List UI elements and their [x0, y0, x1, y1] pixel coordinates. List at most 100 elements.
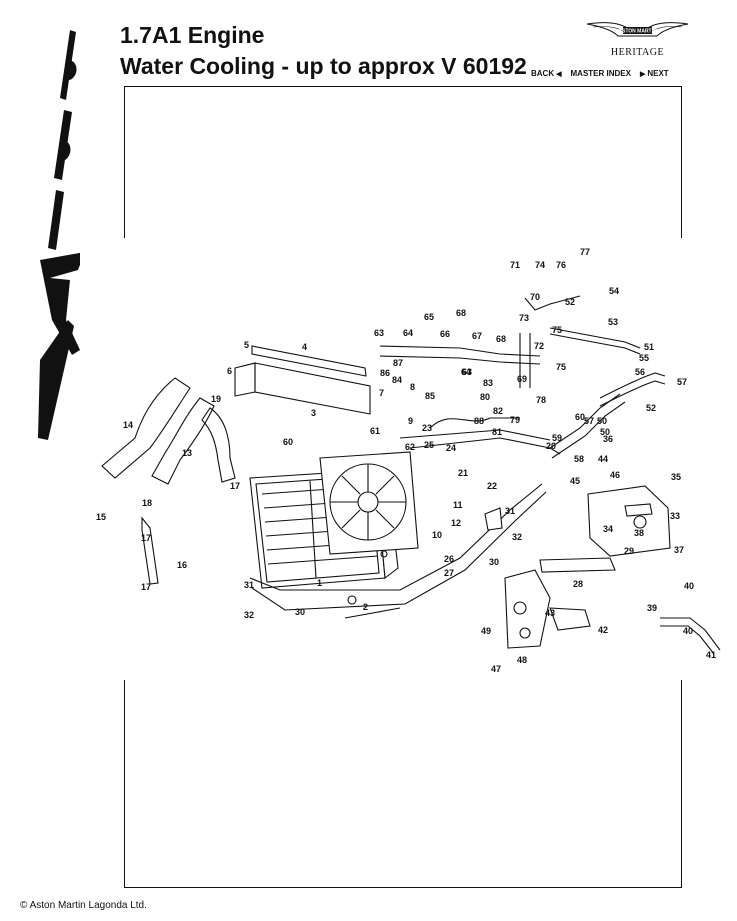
arrow-right-icon: ▶	[639, 70, 646, 78]
heritage-label: HERITAGE	[610, 47, 665, 58]
part-labels-group: 1234567891011121314151617171718192021222…	[96, 247, 716, 674]
next-link[interactable]: ▶ NEXT	[640, 69, 669, 78]
logo-text: ASTON MARTIN	[618, 29, 657, 35]
part-label: 26	[444, 554, 454, 564]
part-label: 32	[244, 610, 254, 620]
baffle-plates-drawing	[234, 345, 371, 415]
part-label: 63	[462, 367, 472, 377]
part-label: 86	[380, 368, 390, 378]
part-label: 17	[141, 582, 151, 592]
part-label: 10	[432, 530, 442, 540]
part-label: 48	[517, 655, 527, 665]
part-label: 9	[408, 416, 413, 426]
part-label: 77	[580, 247, 590, 257]
part-label: 66	[440, 329, 450, 339]
part-label: 84	[392, 375, 402, 385]
winged-logo-icon: ASTON MARTIN	[586, 22, 689, 37]
part-label: 64	[461, 367, 471, 377]
part-label: 35	[671, 472, 681, 482]
part-label: 67	[472, 331, 482, 341]
part-label: 17	[230, 481, 240, 491]
part-label: 57	[584, 416, 594, 426]
page-subtitle: Water Cooling - up to approx V 60192	[120, 53, 527, 79]
part-label: 62	[405, 442, 415, 452]
part-label: 34	[603, 524, 613, 534]
part-label: 43	[545, 608, 555, 618]
part-label: 3	[311, 408, 316, 418]
part-label: 56	[635, 367, 645, 377]
part-label: 61	[370, 426, 380, 436]
master-index-label: MASTER INDEX	[570, 69, 631, 78]
part-label: 32	[512, 532, 522, 542]
part-label: 65	[424, 312, 434, 322]
part-label: 12	[451, 518, 461, 528]
part-label: 16	[177, 560, 187, 570]
virage-wordmark-icon	[38, 30, 85, 440]
part-label: 52	[565, 297, 575, 307]
part-label: 75	[552, 325, 562, 335]
brackets-drawing	[484, 507, 591, 649]
part-label: 63	[374, 328, 384, 338]
arrow-left-icon: ◀	[556, 70, 562, 78]
part-label: 51	[644, 342, 654, 352]
part-label: 74	[535, 260, 545, 270]
part-label: 7	[379, 388, 384, 398]
part-label: 15	[96, 512, 106, 522]
part-label: 79	[510, 415, 520, 425]
part-label: 14	[123, 420, 133, 430]
part-label: 50	[597, 416, 607, 426]
part-label: 1	[317, 578, 322, 588]
part-label: 24	[446, 443, 456, 453]
part-label: 2	[363, 602, 368, 612]
back-link[interactable]: BACK ◀	[531, 69, 562, 78]
part-label: 57	[677, 377, 687, 387]
part-label: 31	[244, 580, 254, 590]
part-label: 44	[598, 454, 608, 464]
part-label: 18	[142, 498, 152, 508]
part-label: 30	[489, 557, 499, 567]
part-label: 50	[600, 427, 610, 437]
part-label: 17	[141, 533, 151, 543]
part-label: 88	[474, 416, 484, 426]
brand-logo: ASTON MARTIN	[585, 10, 690, 60]
part-label: 81	[492, 427, 502, 437]
part-label: 69	[517, 374, 527, 384]
part-label: 21	[458, 468, 468, 478]
water-cooling-diagram: 1234567891011121314151617171718192021222…	[96, 247, 721, 674]
back-link-label: BACK	[531, 69, 555, 78]
part-label: 22	[487, 481, 497, 491]
part-label: 19	[211, 394, 221, 404]
part-label: 6	[227, 366, 232, 376]
part-label: 68	[496, 334, 506, 344]
part-label: 68	[456, 308, 466, 318]
part-label: 25	[424, 440, 434, 450]
header-tank-drawing	[587, 485, 671, 557]
part-label: 28	[573, 579, 583, 589]
part-label: 58	[574, 454, 584, 464]
brand-wordmark	[30, 20, 90, 440]
next-link-label: NEXT	[647, 69, 669, 78]
part-label: 29	[624, 546, 634, 556]
part-label: 13	[182, 448, 192, 458]
part-label: 55	[639, 353, 649, 363]
part-label: 73	[519, 313, 529, 323]
part-label: 47	[491, 664, 501, 674]
part-label: 60	[575, 412, 585, 422]
part-label: 59	[552, 433, 562, 443]
part-label: 70	[530, 292, 540, 302]
part-label: 85	[425, 391, 435, 401]
navigation-bar: BACK ◀ MASTER INDEX ▶ NEXT	[531, 69, 669, 78]
part-label: 72	[534, 341, 544, 351]
part-label: 78	[536, 395, 546, 405]
part-label: 38	[634, 528, 644, 538]
part-label: 23	[422, 423, 432, 433]
part-label: 49	[481, 626, 491, 636]
part-label: 8	[410, 382, 415, 392]
part-label: 31	[505, 506, 515, 516]
master-index-link[interactable]: MASTER INDEX	[571, 69, 631, 78]
part-label: 4	[302, 342, 307, 352]
part-label: 41	[706, 650, 716, 660]
part-label: 52	[646, 403, 656, 413]
part-label: 54	[609, 286, 619, 296]
